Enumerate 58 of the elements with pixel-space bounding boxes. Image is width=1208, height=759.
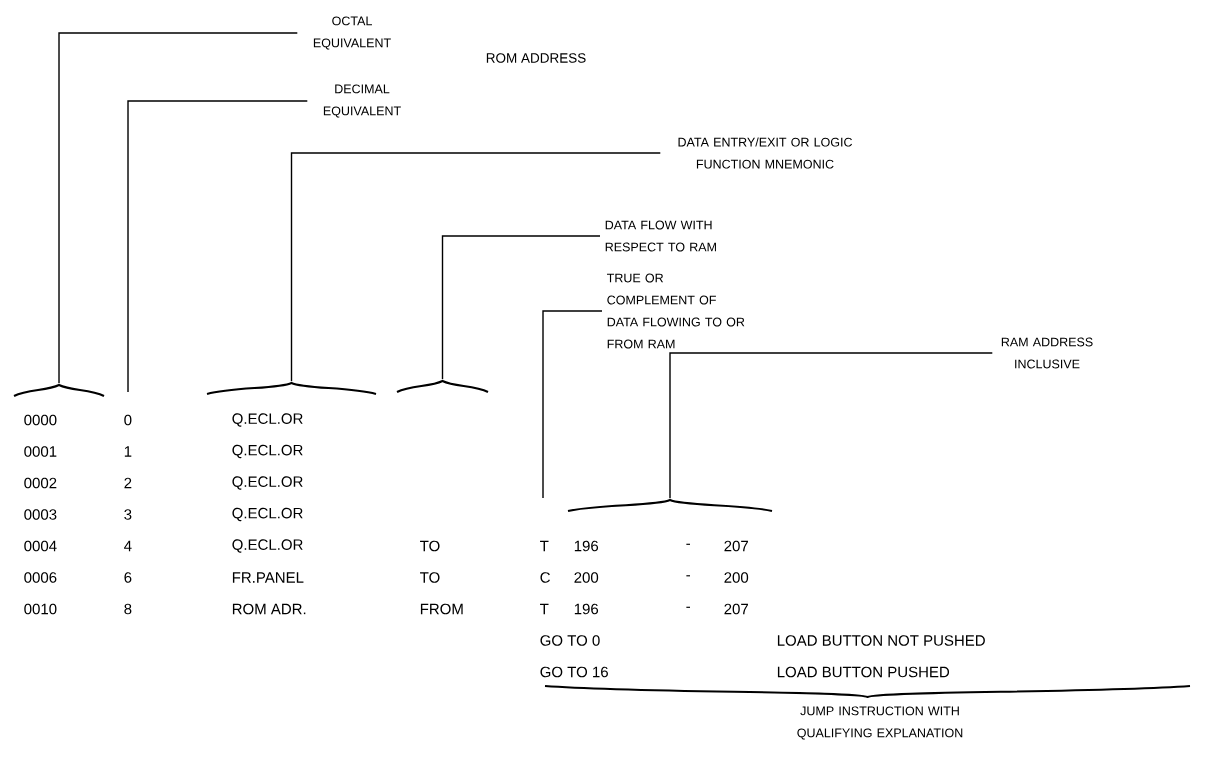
table-cell: 200 bbox=[574, 572, 599, 583]
table-cell: LOAD BUTTON PUSHED bbox=[777, 666, 950, 678]
table-cell: 196 bbox=[574, 540, 599, 552]
callout-label: DECIMAL EQUIVALENT bbox=[323, 84, 401, 118]
table-cell: T bbox=[540, 603, 549, 615]
table-cell: GO TO 0 bbox=[540, 635, 600, 646]
table-cell: 207 bbox=[724, 603, 748, 615]
table-cell: Q.ECL.OR bbox=[232, 507, 303, 522]
table-cell: 0006 bbox=[24, 572, 57, 583]
leader-line bbox=[669, 352, 993, 499]
brace bbox=[396, 380, 489, 393]
table-cell: - bbox=[686, 575, 691, 577]
callout-label: DATA ENTRY/EXIT OR LOGIC FUNCTION MNEMONIC bbox=[678, 137, 853, 169]
table-cell: 8 bbox=[124, 603, 132, 615]
brace bbox=[567, 499, 773, 512]
table-cell: TO bbox=[420, 540, 440, 552]
table-cell: 196 bbox=[574, 603, 599, 615]
table-cell: ROM ADR. bbox=[232, 603, 306, 615]
table-cell: Q.ECL.OR bbox=[232, 444, 303, 459]
table-cell: Q.ECL.OR bbox=[232, 413, 303, 427]
leader-line bbox=[542, 310, 603, 499]
table-cell: 0 bbox=[124, 414, 132, 426]
table-cell: 0003 bbox=[24, 509, 57, 520]
callout-label: JUMP INSTRUCTION WITH QUALIFYING EXPLANATION bbox=[797, 706, 963, 740]
table-cell: 207 bbox=[724, 540, 748, 552]
table-cell: 6 bbox=[124, 572, 132, 583]
table-cell: GO TO 16 bbox=[540, 666, 608, 678]
table-cell: LOAD BUTTON NOT PUSHED bbox=[777, 635, 985, 646]
callout-label: RAM ADDRESS INCLUSIVE bbox=[1001, 337, 1093, 369]
table-cell: - bbox=[686, 543, 691, 545]
table-cell: 2 bbox=[124, 477, 132, 489]
leader-line bbox=[441, 235, 601, 380]
table-cell: Q.ECL.OR bbox=[232, 539, 303, 553]
leader-line bbox=[290, 152, 661, 382]
table-cell: TO bbox=[420, 572, 440, 583]
table-cell: 200 bbox=[724, 572, 749, 583]
table-cell: FR.PANEL bbox=[232, 572, 304, 583]
callout-label: TRUE OR COMPLEMENT OF DATA FLOWING TO OR FROM RAM bbox=[607, 273, 745, 349]
heading-label: ROM ADDRESS bbox=[486, 53, 586, 63]
leader-line bbox=[58, 32, 298, 384]
table-cell: Q.ECL.OR bbox=[232, 476, 303, 490]
table-cell: FROM bbox=[420, 603, 463, 615]
callout-label: DATA FLOW WITH RESPECT TO RAM bbox=[605, 220, 716, 252]
table-cell: - bbox=[686, 606, 691, 608]
table-cell: 0004 bbox=[24, 540, 57, 552]
table-cell: 4 bbox=[124, 540, 132, 552]
leader-line bbox=[127, 100, 308, 393]
brace bbox=[13, 384, 105, 397]
table-cell: 0001 bbox=[24, 446, 57, 457]
callout-label: OCTAL EQUIVALENT bbox=[313, 16, 391, 50]
table-cell: 3 bbox=[124, 509, 132, 520]
table-cell: 0010 bbox=[24, 603, 57, 615]
table-cell: 1 bbox=[124, 446, 132, 457]
brace bbox=[206, 382, 377, 395]
table-cell: 0002 bbox=[24, 477, 57, 489]
table-cell: 0000 bbox=[24, 414, 57, 426]
table-cell: T bbox=[540, 540, 549, 552]
table-cell: C bbox=[540, 572, 550, 583]
